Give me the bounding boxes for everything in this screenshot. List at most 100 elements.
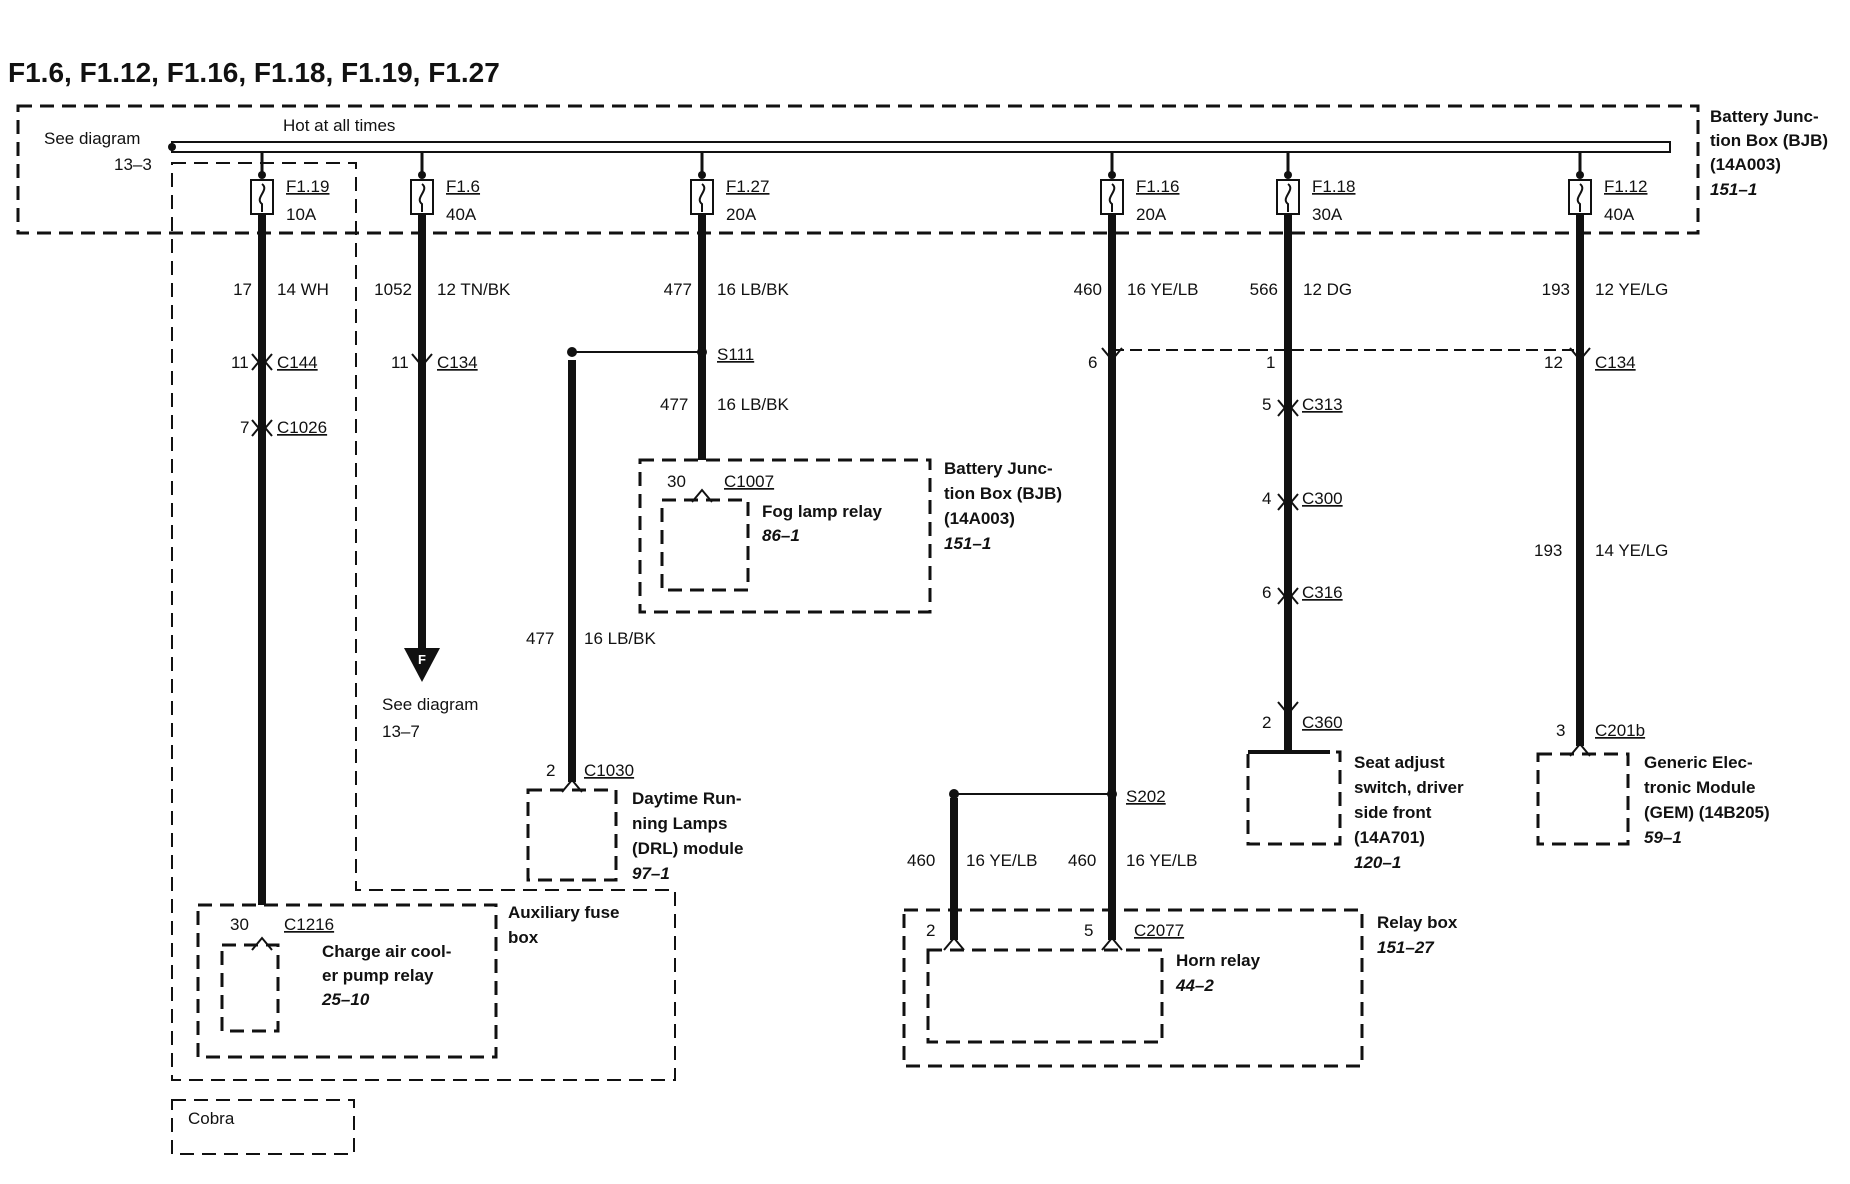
connector-c134-f16-symbol	[411, 353, 433, 368]
s111-below-wire: 16 LB/BK	[717, 395, 789, 414]
drl-wire-circuit: 477	[526, 629, 554, 648]
fuse-5-circuit: 193	[1542, 280, 1570, 299]
seat-line3: side front	[1354, 803, 1432, 822]
page-title: F1.6, F1.12, F1.16, F1.18, F1.19, F1.27	[8, 57, 500, 88]
c1030-symbol	[561, 778, 583, 793]
gem-line2: tronic Module	[1644, 778, 1755, 797]
c1007-pin: 30	[667, 472, 686, 491]
off-page-marker-letter: F	[418, 652, 426, 667]
c1026-pin: 7	[240, 418, 249, 437]
fuse-5-rating: 40A	[1604, 205, 1635, 224]
c2077-pin-left: 2	[926, 921, 935, 940]
f116-pin-symbol	[1101, 347, 1123, 362]
splice-s111-dot	[697, 347, 707, 357]
c144-pin: 11	[231, 353, 249, 372]
fuse-3-rating: 20A	[1136, 205, 1167, 224]
see-diagram-ref: 13–3	[114, 155, 152, 174]
fuse-4-rating: 30A	[1312, 205, 1343, 224]
connector-c316-symbol	[1277, 587, 1299, 605]
fuse-5-node	[1576, 171, 1584, 179]
gem-wire-circuit: 193	[1534, 541, 1562, 560]
bjb-label-line3: (14A003)	[1710, 155, 1781, 174]
c1030-pin: 2	[546, 761, 555, 780]
seat-line2: switch, driver	[1354, 778, 1464, 797]
c134-f16-pin: 11	[391, 353, 409, 372]
c316-name: C316	[1302, 583, 1343, 602]
fuse-0-node	[258, 171, 266, 179]
fog-bjb-line1: Battery Junc-	[944, 459, 1053, 478]
c2077-pin-right: 5	[1084, 921, 1093, 940]
gem-line1: Generic Elec-	[1644, 753, 1753, 772]
bus-label: Hot at all times	[283, 116, 395, 135]
seat-ref: 120–1	[1354, 853, 1401, 872]
cac-ref: 25–10	[321, 990, 370, 1009]
c201b-name: C201b	[1595, 721, 1645, 740]
c1216-symbol	[251, 936, 273, 951]
connector-c313-symbol	[1277, 399, 1299, 417]
drl-wire-gauge: 16 LB/BK	[584, 629, 656, 648]
fuse-4-element	[1284, 183, 1292, 212]
connector-c144-symbol	[251, 353, 273, 371]
cac-label-line2: er pump relay	[322, 966, 434, 985]
fuse-1-rating: 40A	[446, 205, 477, 224]
fuse-2-name: F1.27	[726, 177, 769, 196]
f116-pin: 6	[1088, 353, 1097, 372]
bus-start-dot	[168, 143, 176, 151]
c201b-symbol	[1569, 742, 1591, 757]
c1026-name: C1026	[277, 418, 327, 437]
cobra-box	[171, 1099, 355, 1155]
c1007-symbol	[691, 488, 713, 503]
fuse-2-circuit: 477	[664, 280, 692, 299]
fuse-0-name: F1.19	[286, 177, 329, 196]
see-diagram-label: See diagram	[44, 129, 140, 148]
aux-box-label-line2: box	[508, 928, 539, 947]
fuse-2-symbol	[690, 179, 714, 215]
off-page-marker-f	[404, 648, 440, 682]
fog-relay-name: Fog lamp relay	[762, 502, 883, 521]
horn-relay-name: Horn relay	[1176, 951, 1261, 970]
c316-pin: 6	[1262, 583, 1271, 602]
fuse-0-wire: 14 WH	[277, 280, 329, 299]
cac-label-line1: Charge air cool-	[322, 942, 451, 961]
fuse-0-element	[258, 183, 266, 212]
c144-name: C144	[277, 353, 318, 372]
c1030-name: C1030	[584, 761, 634, 780]
connector-c360-symbol	[1277, 701, 1299, 716]
c134-f112-pin: 12	[1544, 353, 1563, 372]
fog-bjb-outline	[638, 458, 932, 614]
fog-relay-ref: 86–1	[762, 526, 800, 545]
c1007-name: C1007	[724, 472, 774, 491]
relay-box-outline	[902, 908, 1364, 1068]
gem-ref: 59–1	[1644, 828, 1682, 847]
fuse-2-wire: 16 LB/BK	[717, 280, 789, 299]
connector-c1026-symbol	[251, 419, 273, 437]
fuse-1-symbol	[410, 179, 434, 215]
drl-line2: ning Lamps	[632, 814, 727, 833]
relay-box-name: Relay box	[1377, 913, 1458, 932]
fuse-1-name: F1.6	[446, 177, 480, 196]
battery-junction-box-outline	[16, 104, 1700, 235]
c134-f112-name: C134	[1595, 353, 1636, 372]
fog-lamp-relay-box	[660, 498, 750, 592]
fuse-5-symbol	[1568, 179, 1592, 215]
gem-module-box	[1536, 752, 1630, 846]
cobra-region-outline	[171, 162, 676, 1081]
see-f-ref: 13–7	[382, 722, 420, 741]
fuse-0-symbol	[250, 179, 274, 215]
fuse-0-circuit: 17	[233, 280, 252, 299]
fuse-4-name: F1.18	[1312, 177, 1355, 196]
bjb-label-line1: Battery Junc-	[1710, 107, 1819, 126]
seat-line1: Seat adjust	[1354, 753, 1445, 772]
fuse-3-name: F1.16	[1136, 177, 1179, 196]
s202-left-wire: 16 YE/LB	[966, 851, 1038, 870]
f118-pin: 1	[1266, 353, 1275, 372]
fuse-4-node	[1284, 171, 1292, 179]
s202-right-wire: 16 YE/LB	[1126, 851, 1198, 870]
fuse-1-node	[418, 171, 426, 179]
fuse-3-wire: 16 YE/LB	[1127, 280, 1199, 299]
fuse-3-node	[1108, 171, 1116, 179]
fuse-5-name: F1.12	[1604, 177, 1647, 196]
fog-bjb-line2: tion Box (BJB)	[944, 484, 1062, 503]
